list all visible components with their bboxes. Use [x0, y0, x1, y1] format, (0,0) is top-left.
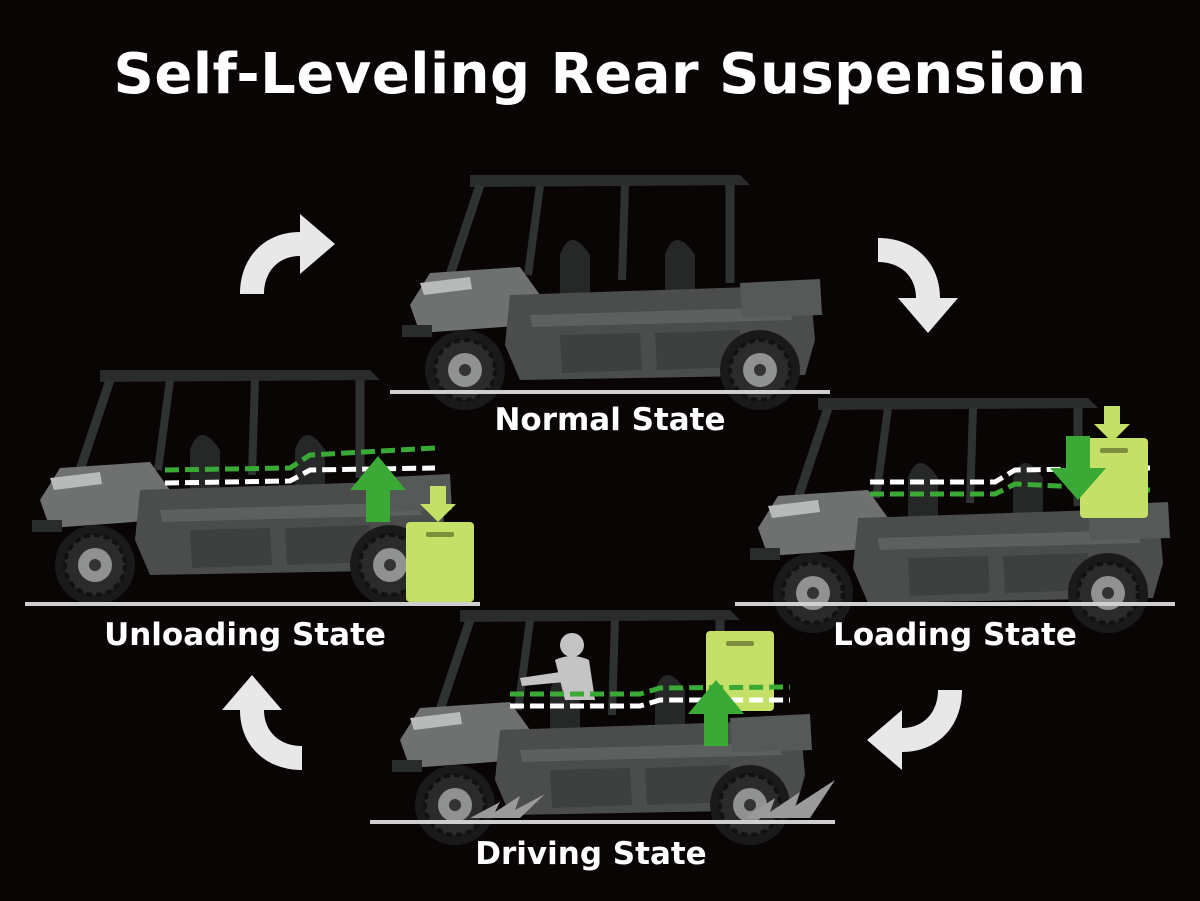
state-label-loading: Loading State: [833, 617, 1077, 653]
cargo-box-icon: [406, 522, 474, 602]
curved-arrow-icon: [878, 238, 958, 333]
curved-arrow-icon: [240, 214, 335, 294]
curved-arrow-icon: [222, 675, 302, 770]
state-label-driving: Driving State: [475, 836, 707, 872]
level-line-white: [510, 697, 790, 709]
down-arrow-icon: [1094, 406, 1130, 442]
level-line-white: [870, 465, 1151, 485]
dust-shape: [745, 780, 835, 818]
state-label-normal: Normal State: [494, 402, 726, 438]
curved-arrow-icon: [867, 690, 962, 770]
level-line-green: [870, 481, 1151, 497]
utv-vehicle-icon: [402, 175, 822, 410]
level-line-green: [510, 684, 791, 697]
level-line-green: [164, 445, 436, 473]
diagram-title: Self-Leveling Rear Suspension: [113, 42, 1087, 107]
driver-icon: [520, 633, 595, 700]
state-label-unloading: Unloading State: [104, 617, 386, 653]
dust-shape: [470, 794, 545, 818]
